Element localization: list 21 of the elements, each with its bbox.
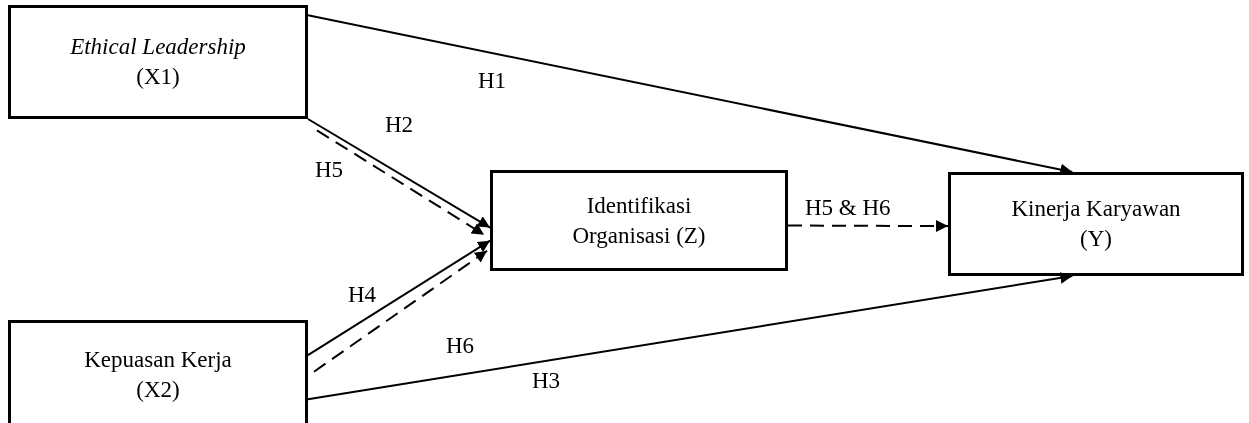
arrow	[307, 272, 1074, 401]
variable-box	[490, 170, 788, 271]
dashed-arrow	[787, 220, 949, 233]
dashed-arrow	[316, 129, 486, 236]
edge-label: H5	[315, 157, 344, 183]
variable-label: Kinerja Karyawan (Y)	[1010, 195, 1182, 253]
variable-label: Kepuasan Kerja (X2)	[83, 346, 233, 404]
arrow	[307, 239, 491, 357]
edge-label: H6	[446, 333, 475, 359]
edge-label: H4	[348, 282, 377, 308]
edge-label: H3	[532, 368, 561, 394]
variable-box	[8, 320, 308, 423]
edge-label: H5 & H6	[805, 195, 891, 221]
arrow	[307, 118, 491, 229]
variable-box	[8, 5, 308, 119]
variable-label: Identifikasi Organisasi (Z)	[571, 191, 707, 250]
edge-label: H2	[385, 112, 414, 138]
edge-label: H1	[478, 68, 507, 94]
variable-label: Ethical Leadership (X1)	[69, 33, 247, 91]
variable-box	[948, 172, 1244, 276]
dashed-arrow	[313, 249, 488, 373]
